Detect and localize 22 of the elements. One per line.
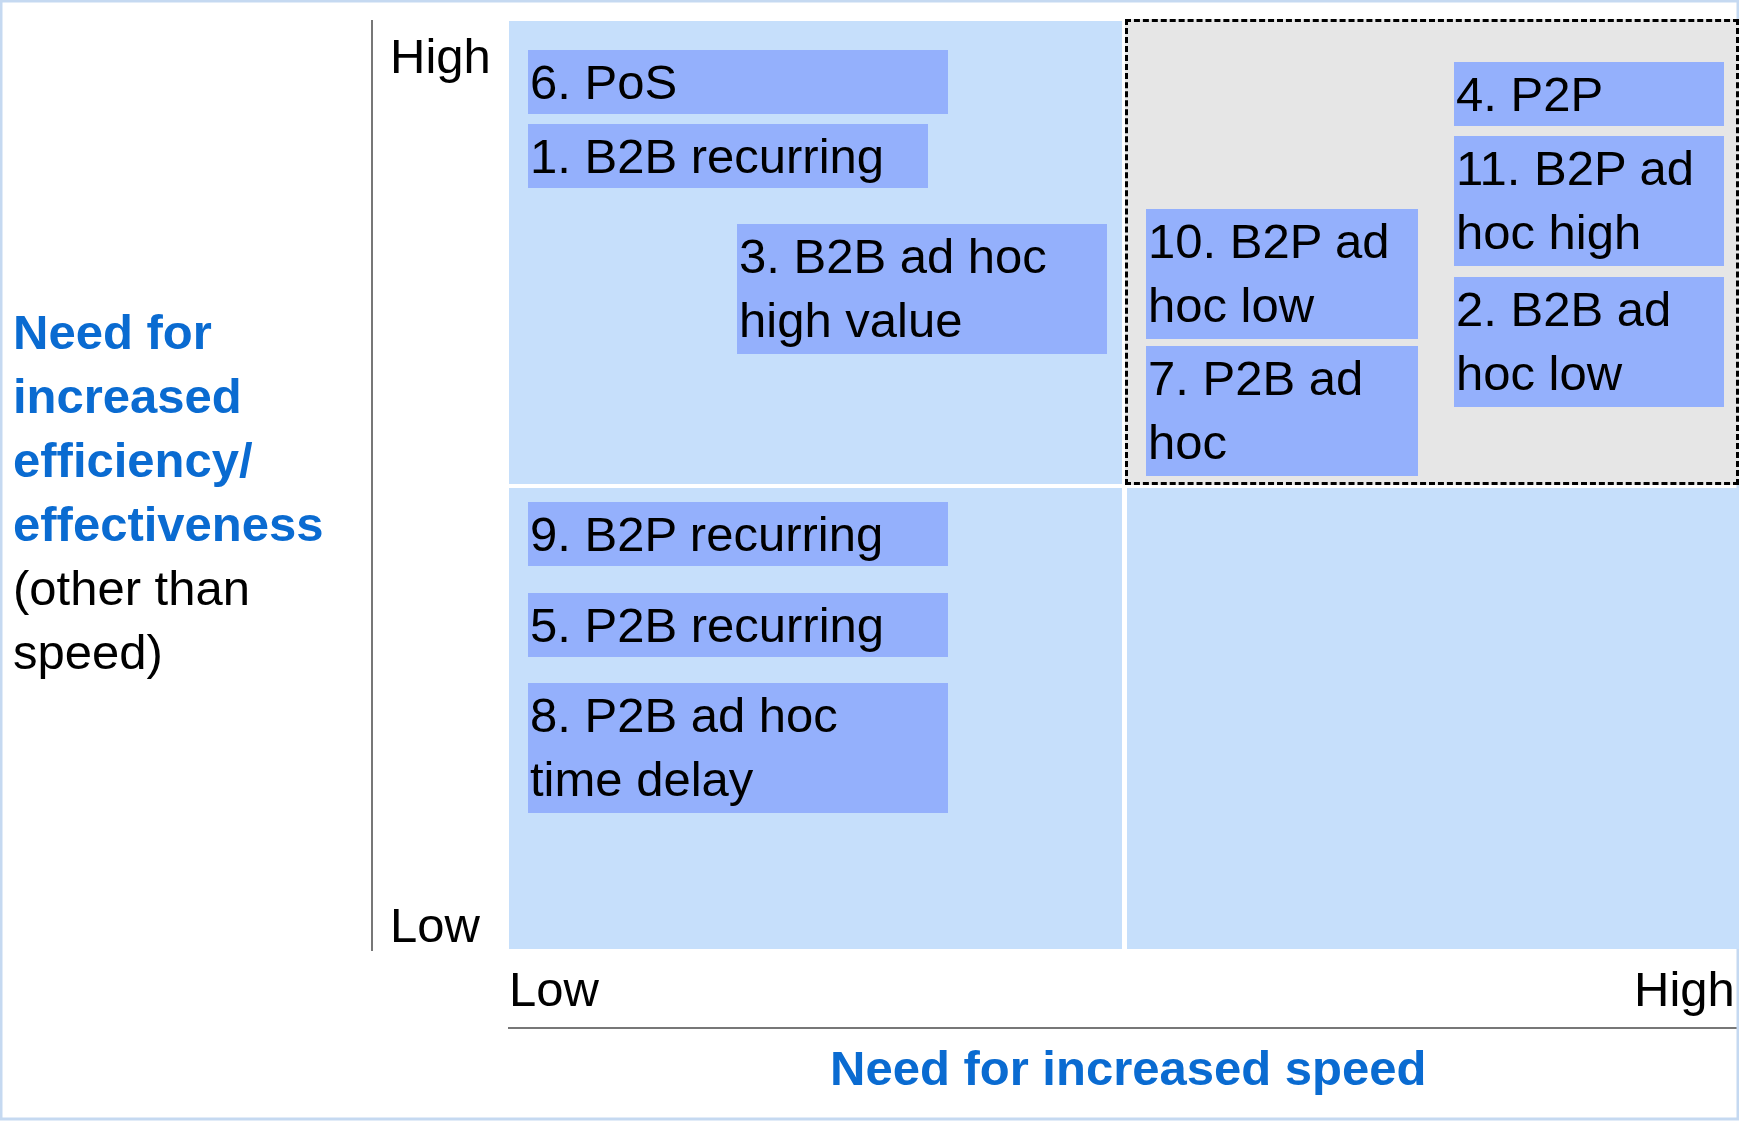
category-tag: 1. B2B recurring (528, 124, 928, 188)
category-tag: 2. B2B ad hoc low (1454, 277, 1724, 407)
axis-tick-label: High (390, 28, 491, 85)
category-tag: 10. B2P ad hoc low (1146, 209, 1418, 339)
axis-tick-label: Low (509, 961, 599, 1018)
category-tag: 7. P2B ad hoc (1146, 346, 1418, 476)
category-tag: 5. P2B recurring (528, 593, 948, 657)
category-tag: 8. P2B ad hoc time delay (528, 683, 948, 813)
category-tag: 4. P2P (1454, 62, 1724, 126)
axis-title-note: (other than speed) (13, 560, 251, 681)
quadrant-panel (509, 21, 1122, 484)
category-tag: 11. B2P ad hoc high (1454, 136, 1724, 266)
quadrant-panel (1127, 488, 1739, 949)
category-tag: 3. B2B ad hoc high value (737, 224, 1107, 354)
axis-title: Need for increased efficiency/ effectiveness (13, 304, 325, 553)
axis-tick-label: Low (390, 897, 480, 954)
quadrant-panel (509, 488, 1122, 949)
quadrant-panel (1125, 19, 1739, 485)
axis-title: Need for increased speed (830, 1040, 1427, 1097)
axis-tick-label: High (1634, 961, 1735, 1018)
category-tag: 9. B2P recurring (528, 502, 948, 566)
category-tag: 6. PoS (528, 50, 948, 114)
